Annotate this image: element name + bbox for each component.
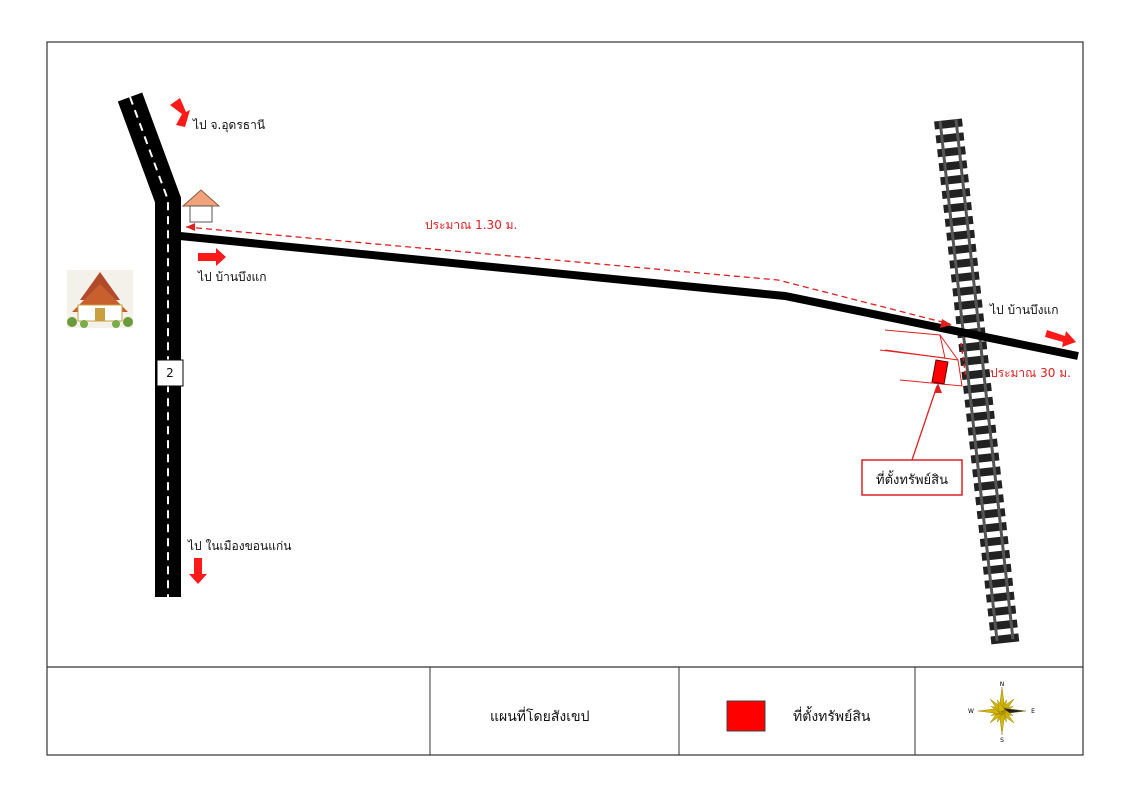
railway-sleeper	[935, 132, 965, 144]
label-distance-short: ประมาณ 30 ม.	[990, 366, 1071, 380]
railway-sleeper	[978, 522, 1008, 534]
arrowhead-icon	[940, 319, 952, 328]
label-to-khon-kaen: ไป ในเมืองขอนแก่น	[188, 539, 292, 553]
railway-sleeper	[944, 215, 974, 227]
railway-sleeper	[982, 563, 1012, 575]
railway-sleeper	[955, 313, 985, 325]
legend-property-label: ที่ตั้งทรัพย์สิน	[793, 709, 871, 725]
railway-sleeper	[981, 549, 1011, 561]
label-to-ban-bueng-kae-right: ไป บ้านบึงแก	[990, 303, 1059, 317]
railway-sleeper	[953, 299, 983, 311]
label-to-ban-bueng-kae: ไป บ้านบึงแก	[198, 270, 267, 284]
label-to-udon: ไป จ.อุดรธานี	[193, 118, 266, 132]
railway-sleeper	[979, 535, 1009, 547]
compass-icon: N S E W	[968, 681, 1035, 744]
map-frame	[46, 41, 1084, 756]
temple-icon	[67, 270, 133, 328]
railway-sleeper	[990, 633, 1020, 645]
railway-sleeper	[985, 591, 1015, 603]
railway-sleeper	[937, 146, 966, 158]
short-distance-line	[960, 342, 967, 379]
railway-sleeper	[960, 355, 989, 367]
arrow-right-icon	[198, 248, 226, 266]
railway-sleeper	[938, 160, 968, 172]
legend-title: แผนที่โดยสังเขป	[490, 709, 590, 725]
parcel-lines	[879, 329, 963, 387]
arrowhead-icon	[186, 223, 195, 231]
railway-sleeper	[969, 438, 998, 450]
railway-sleeper	[940, 174, 969, 186]
railway-rail	[954, 118, 1015, 640]
railway-sleeper	[958, 341, 988, 353]
railway-sleeper	[952, 285, 982, 297]
property-label-box	[861, 459, 963, 496]
railway-sleeper	[946, 229, 975, 241]
house-icon	[181, 189, 221, 223]
property-marker	[931, 359, 949, 385]
railway-sleeper	[963, 382, 992, 394]
highway-number: 2	[166, 366, 174, 380]
label-distance-main: ประมาณ 1.30 ม.	[425, 218, 518, 232]
railway-sleeper	[987, 605, 1017, 617]
railway-sleeper	[943, 201, 972, 213]
railway-sleeper	[966, 410, 995, 422]
compass-w: W	[968, 708, 974, 715]
property-label: ที่ตั้งทรัพย์สิน	[876, 473, 948, 488]
railway	[934, 118, 1020, 645]
compass-s: S	[1000, 737, 1004, 744]
railway-sleeper	[967, 424, 997, 436]
arrow-right-icon	[1045, 330, 1076, 347]
railway-sleeper	[949, 257, 979, 269]
compass-e: E	[1031, 708, 1035, 715]
arrow-icons	[170, 98, 1076, 584]
distance-line	[185, 226, 951, 325]
compass-n: N	[1000, 681, 1005, 688]
arrow-up-icon	[170, 98, 190, 127]
highway-sign	[156, 359, 184, 387]
railway-sleeper	[973, 480, 1003, 492]
railway-rail	[938, 120, 999, 642]
railway-sleeper	[972, 466, 1001, 478]
highway-2	[117, 92, 181, 597]
local-road	[179, 232, 1079, 360]
arrow-down-icon	[189, 558, 207, 584]
arrowhead-icon	[934, 383, 942, 393]
compass-point	[997, 699, 1006, 713]
railway-sleeper	[941, 188, 971, 200]
railway-sleeper	[984, 577, 1014, 589]
legend-property-swatch	[726, 700, 766, 732]
railway-sleeper	[975, 494, 1004, 506]
railway-sleeper	[934, 118, 963, 130]
railway-sleeper	[976, 508, 1006, 520]
railway-sleeper	[947, 243, 977, 255]
railway-sleeper	[970, 452, 1000, 464]
railway-sleeper	[989, 619, 1018, 631]
railway-sleeper	[964, 396, 994, 408]
railway-sleeper	[950, 271, 980, 283]
pointer-line	[911, 385, 938, 461]
